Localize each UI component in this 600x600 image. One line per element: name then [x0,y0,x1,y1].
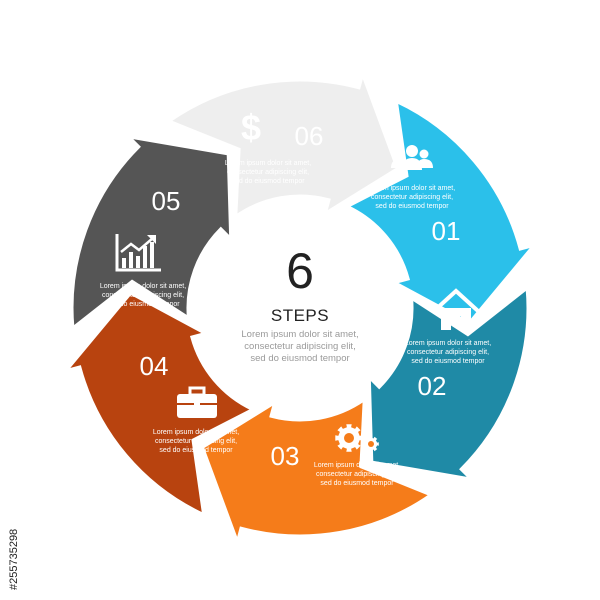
stock-id-label: #255735298 [8,529,20,590]
step-02-arrow [367,285,530,482]
step-06-number: 06 [295,121,324,151]
step-03-text-line-2: consectetur adipiscing elit, [316,471,398,478]
step-03-number: 03 [271,441,300,471]
svg-text:$: $ [241,107,261,148]
step-05-text-line-1: Lorem ipsum dolor sit amet, [100,283,186,290]
step-03: Lorem ipsum dolor sit amet, consectetur a… [271,424,400,487]
step-02-number: 02 [418,371,447,401]
step-04-text-line-1: Lorem ipsum dolor sit amet, [153,429,239,436]
step-04-arrow [62,291,257,518]
step-06-text-line-1: Lorem ipsum dolor sit amet, [225,160,311,167]
step-04-number: 04 [140,351,169,381]
step-contents: Lorem ipsum dolor sit amet,consectetur a… [100,107,491,487]
step-05-number: 05 [152,186,181,216]
step-01-number: 01 [432,216,461,246]
step-06-arrow [166,69,400,220]
dollar-icon: $ [241,107,261,148]
step-01-text-line-3: sed do eiusmod tempor [375,203,449,210]
house-icon [432,288,480,330]
step-06-text-line-2: consectetur adipiscing elit, [227,169,309,176]
cycle-arrows [62,69,538,547]
step-02-text-line-1: Lorem ipsum dolor sit amet, [405,340,491,347]
people-icon [391,145,433,170]
center-text-line-1: Lorem ipsum dolor sit amet, [241,329,358,340]
step-06: $ Lorem ipsum dolor sit amet, consectetur … [225,107,324,185]
step-02: Lorem ipsum dolor sit amet, consectetur a… [405,288,491,401]
step-01-text-line-1: Lorem ipsum dolor sit amet, [369,185,455,192]
step-03-text-line-3: sed do eiusmod tempor [320,480,394,487]
center-number: 6 [286,243,314,299]
step-04: Lorem ipsum dolor sit amet, consectetur a… [140,351,240,454]
step-02-text-line-2: consectetur adipiscing elit, [407,349,489,356]
step-04-text-line-2: consectetur adipiscing elit, [155,438,237,445]
step-05: Lorem ipsum dolor sit amet, consectetur a… [100,186,186,308]
step-03-arrow [200,396,434,547]
center-text-line-3: sed do eiusmod tempor [250,353,349,364]
step-01-text-line-2: consectetur adipiscing elit, [371,194,453,201]
step-01: Lorem ipsum dolor sit amet, consectetur a… [369,145,461,246]
growth-chart-icon [115,234,161,272]
gears-icon [335,424,379,452]
step-01-arrow [343,98,538,325]
step-05-text-line-3: sed do eiusmod tempor [106,301,180,308]
step-03-text-line-1: Lorem ipsum dolor sit amet, [314,462,400,469]
briefcase-icon [177,386,217,418]
center-text-line-2: consectetur adipiscing elit, [244,341,355,352]
center-label: 6 STEPS Lorem ipsum dolor sit amet, cons… [241,243,358,364]
step-06-text-line-3: sed do eiusmod tempor [231,178,305,185]
step-05-arrow [70,134,233,331]
step-05-text-line-2: consectetur adipiscing elit, [102,292,184,299]
center-title: STEPS [271,306,329,325]
step-02-text-line-3: sed do eiusmod tempor [411,358,485,365]
step-04-text-line-3: sed do eiusmod tempor [159,447,233,454]
